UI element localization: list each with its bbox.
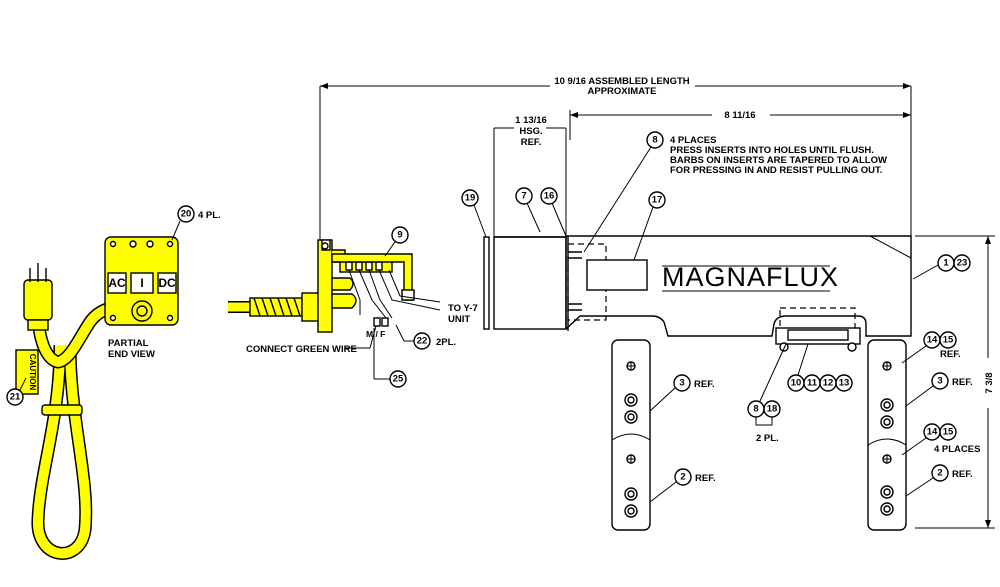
svg-text:9: 9	[397, 230, 402, 241]
note-line-3: BARBS ON INSERTS ARE TAPERED TO ALLOW	[670, 155, 887, 166]
svg-text:2: 2	[680, 472, 685, 483]
approximate-label: APPROXIMATE	[588, 86, 657, 97]
callout-25: 25	[373, 328, 407, 388]
svg-text:2: 2	[937, 468, 942, 479]
housing-ref-label: REF.	[521, 137, 542, 148]
callout-3-right: 3 REF.	[905, 372, 973, 407]
ref-2-right-label: REF.	[952, 469, 973, 480]
svg-text:25: 25	[393, 374, 404, 385]
callout-7: 7	[515, 187, 541, 233]
callout-14-15-bottom: 14 15 4 PLACES	[901, 423, 980, 456]
ref-14-label: REF.	[940, 349, 961, 360]
note-line-1: 4 PLACES	[670, 135, 716, 146]
body-length-label: 8 11/16	[724, 110, 755, 121]
callout-17: 17	[633, 191, 666, 261]
svg-text:16: 16	[544, 191, 555, 202]
switch-on-label: I	[140, 276, 143, 290]
switch-ac-label: AC	[108, 276, 126, 290]
switch-dc-label: DC	[158, 276, 176, 290]
dimension-assembled-length: 10 9/16 ASSEMBLED LENGTH APPROXIMATE	[319, 76, 912, 240]
cable-tie	[41, 404, 83, 416]
callout-20: 20 4 PL.	[171, 205, 221, 241]
four-pl-label: 4 PL.	[198, 210, 221, 221]
callout-16: 16	[540, 187, 567, 237]
svg-text:23: 23	[957, 258, 968, 269]
callout-19: 19	[461, 189, 487, 238]
callout-8-18: 8 18 2 PL.	[747, 343, 787, 444]
callout-1-23: 1 23	[912, 254, 971, 280]
svg-text:10: 10	[791, 378, 802, 389]
mf-label: M / F	[366, 329, 385, 339]
callout-2-left: 2 REF.	[649, 468, 716, 503]
svg-text:19: 19	[465, 193, 476, 204]
svg-text:14: 14	[927, 427, 938, 438]
left-leg	[611, 339, 651, 531]
unit-label: UNIT	[448, 314, 470, 325]
end-view-label: END VIEW	[108, 349, 155, 360]
switch-ac	[107, 272, 127, 294]
housing-hsg-label: HSG.	[519, 126, 542, 137]
svg-text:17: 17	[652, 195, 663, 206]
two-pl-22-label: 2PL.	[436, 337, 456, 348]
callout-8-top: 8	[583, 131, 664, 253]
caution-label: CAUTION	[28, 354, 37, 391]
dimension-housing: 1 13/16 HSG. REF.	[493, 115, 567, 238]
main-housing: MAGNAFLUX	[483, 235, 912, 352]
callout-10-13: 10 11 12 13	[787, 343, 853, 392]
svg-text:11: 11	[807, 378, 818, 389]
height-label: 7 3/8	[984, 372, 995, 393]
two-pl-8-label: 2 PL.	[756, 433, 779, 444]
svg-text:15: 15	[943, 335, 954, 346]
notes-block: 4 PLACES PRESS INSERTS INTO HOLES UNTIL …	[670, 135, 887, 176]
dimension-body-length: 8 11/16	[569, 110, 911, 140]
caution-tag	[15, 349, 39, 395]
assembled-length-label: 10 9/16 ASSEMBLED LENGTH	[554, 76, 689, 87]
svg-text:20: 20	[181, 209, 192, 220]
svg-text:18: 18	[767, 404, 778, 415]
plug-body	[23, 279, 53, 321]
callout-21: 21	[6, 377, 27, 406]
housing-value-label: 1 13/16	[515, 115, 547, 126]
ref-2-left-label: REF.	[695, 473, 716, 484]
callout-9: 9	[384, 226, 409, 257]
svg-text:7: 7	[521, 191, 526, 202]
ref-3-right-label: REF.	[952, 377, 973, 388]
end-view-box: AC I DC	[104, 236, 179, 326]
callout-14-15-top: 14 15 REF.	[901, 331, 961, 364]
svg-text:12: 12	[823, 378, 834, 389]
svg-text:1: 1	[943, 258, 949, 269]
svg-text:3: 3	[937, 376, 942, 387]
svg-text:15: 15	[943, 427, 954, 438]
power-cord: CAUTION	[15, 263, 141, 560]
four-places-label: 4 PLACES	[934, 444, 980, 455]
switch-dc	[157, 272, 177, 294]
svg-text:8: 8	[753, 404, 758, 415]
svg-text:3: 3	[679, 378, 684, 389]
note-line-4: FOR PRESSING IN AND RESIST PULLING OUT.	[670, 165, 882, 176]
note-line-2: PRESS INSERTS INTO HOLES UNTIL FLUSH.	[670, 145, 874, 156]
brand-label: MAGNAFLUX	[662, 262, 839, 292]
callout-22: 22 2PL.	[395, 324, 456, 350]
svg-text:22: 22	[417, 336, 428, 347]
svg-text:8: 8	[652, 135, 657, 146]
switch-rocker	[130, 272, 154, 294]
partial-label: PARTIAL	[108, 338, 149, 349]
svg-text:13: 13	[839, 378, 850, 389]
svg-text:21: 21	[10, 392, 21, 403]
to-y7-label: TO Y-7	[448, 303, 478, 314]
connect-green-label: CONNECT GREEN WIRE	[246, 344, 357, 355]
right-leg	[867, 339, 907, 531]
callout-2-right: 2 REF.	[905, 464, 973, 497]
svg-text:14: 14	[927, 335, 938, 346]
callout-3-left: 3 REF.	[649, 374, 715, 412]
dimension-height: 7 3/8	[915, 235, 995, 529]
strain-relief-assembly	[228, 239, 441, 333]
ref-3-left-label: REF.	[694, 379, 715, 390]
